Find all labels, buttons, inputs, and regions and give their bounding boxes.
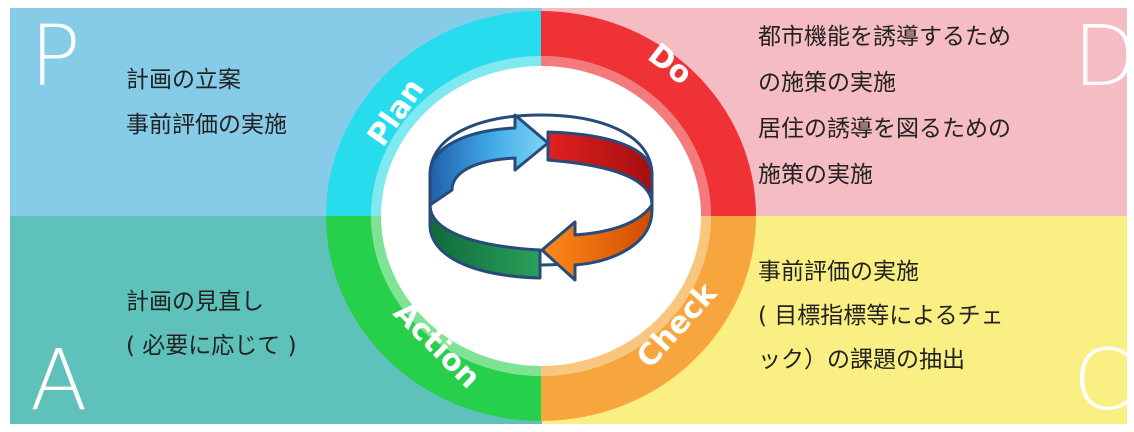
action-line: 計画の見直し	[126, 289, 264, 315]
do-letter: D	[1073, 7, 1134, 105]
check-inner-band	[541, 216, 711, 376]
check-letter: C	[1073, 331, 1132, 429]
do-line: 居住の誘導を図るための	[758, 116, 1011, 142]
action-ring-segment	[326, 216, 541, 421]
check-line: 事前評価の実施	[758, 259, 919, 285]
check-description: 事前評価の実施 ( 目標指標等によるチェ ック）の課題の抽出	[758, 250, 1004, 382]
plan-inner-band	[371, 56, 541, 216]
plan-line: 計画の立案	[126, 67, 241, 93]
cycle-arrows-icon	[428, 113, 654, 282]
check-line: ( 目標指標等によるチェ	[758, 303, 1004, 329]
do-inner-band	[541, 56, 711, 216]
action-description: 計画の見直し ( 必要に応じて )	[126, 280, 297, 368]
action-letter: A	[30, 331, 88, 429]
do-line: 都市機能を誘導するため	[758, 24, 1011, 50]
do-line: 施策の実施	[758, 162, 873, 188]
action-inner-band	[371, 216, 541, 376]
plan-description: 計画の立案 事前評価の実施	[126, 58, 287, 148]
do-line: の施策の実施	[758, 70, 896, 96]
plan-ring-segment	[326, 11, 541, 216]
action-line: ( 必要に応じて )	[126, 333, 297, 359]
check-ring-segment	[541, 216, 756, 421]
plan-line: 事前評価の実施	[126, 112, 287, 138]
plan-letter: P	[30, 7, 81, 105]
do-description: 都市機能を誘導するため の施策の実施 居住の誘導を図るための 施策の実施	[758, 14, 1011, 198]
check-line: ック）の課題の抽出	[758, 347, 965, 373]
do-ring-segment	[541, 11, 756, 216]
